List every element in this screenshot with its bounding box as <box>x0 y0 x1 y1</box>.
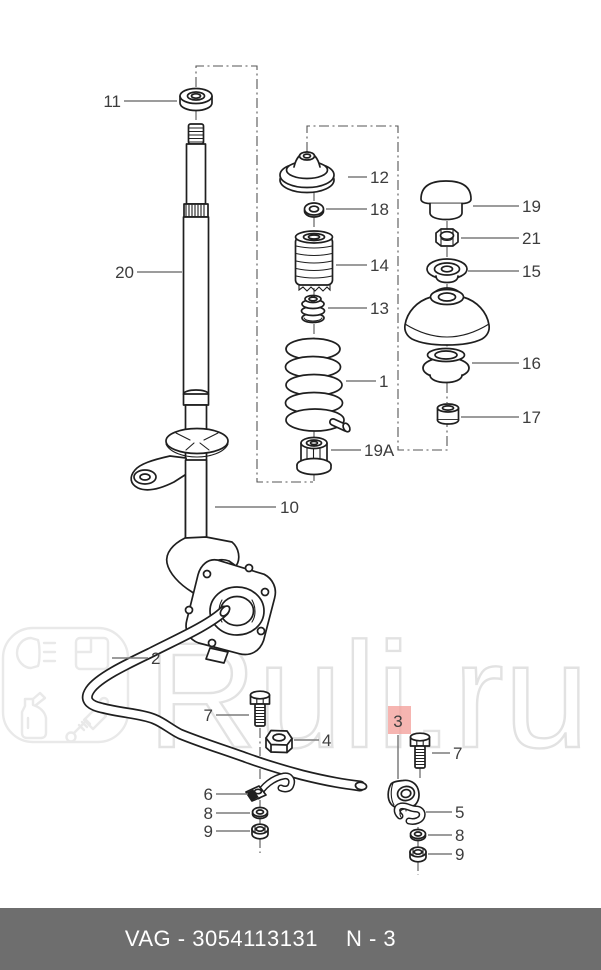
callout-3-highlighted: 3 <box>393 712 402 731</box>
callout-19a: 19A <box>364 441 395 460</box>
part-9-nut-right <box>409 846 427 863</box>
callout-8-left: 8 <box>204 804 213 823</box>
catalog-code: VAG - 3054113131 <box>124 926 318 951</box>
watermark-logo-box <box>1 626 130 744</box>
strut-mount-dome <box>403 287 491 346</box>
callout-14: 14 <box>370 256 389 275</box>
callout-8-right: 8 <box>455 826 464 845</box>
leader-lines <box>112 100 519 855</box>
part-6-clamp <box>245 772 296 802</box>
callout-10: 10 <box>280 498 299 517</box>
headlight-icon <box>15 636 57 670</box>
part-4-nut <box>265 729 293 754</box>
callout-21: 21 <box>522 229 541 248</box>
part-11-washer <box>179 87 213 112</box>
callout-16: 16 <box>522 354 541 373</box>
callout-15: 15 <box>522 262 541 281</box>
callout-20: 20 <box>115 263 134 282</box>
callout-11: 11 <box>103 92 121 111</box>
callout-9-right: 9 <box>455 845 464 864</box>
battery-icon <box>74 636 110 671</box>
highlight-box-part-3 <box>388 706 411 734</box>
part-16-bushing <box>422 347 470 384</box>
part-10-strut-housing-knuckle <box>130 427 277 664</box>
part-8-washer-left <box>251 806 269 820</box>
part-2-stabilizer-bar <box>81 605 368 792</box>
callout-12: 12 <box>370 168 389 187</box>
callout-2: 2 <box>151 649 160 668</box>
part-5-clamp <box>393 802 426 825</box>
callout-13: 13 <box>370 299 389 318</box>
part-3-stabilizer-bushing <box>387 779 420 812</box>
callout-7-right: 7 <box>453 744 462 763</box>
callout-4: 4 <box>322 731 331 750</box>
part-1-coil-spring <box>284 337 351 433</box>
part-21-nut <box>435 228 459 247</box>
part-7-bolt-left <box>249 690 271 727</box>
part-19-cap <box>420 180 472 221</box>
callout-6: 6 <box>204 785 213 804</box>
callout-9-left: 9 <box>204 822 213 841</box>
part-8-washer-right <box>409 828 427 842</box>
part-18-washer <box>303 202 325 218</box>
callout-17: 17 <box>522 408 541 427</box>
part-15-bearing <box>426 258 468 284</box>
exploded-parts-diagram: Ruli.ru <box>1 65 590 875</box>
callout-18: 18 <box>370 200 389 219</box>
callout-7-left: 7 <box>204 706 213 725</box>
callout-labels: 11 20 12 18 14 13 1 19A 19 21 15 16 17 1… <box>103 92 541 864</box>
part-12-upper-mount <box>279 151 335 194</box>
part-9-nut-left <box>251 823 269 840</box>
part-13-bump-stop <box>300 294 326 324</box>
callout-1: 1 <box>379 372 388 391</box>
center-lines <box>195 65 448 875</box>
oil-can-icon <box>20 691 48 740</box>
callout-19: 19 <box>522 197 541 216</box>
part-19a-bushing <box>296 436 332 476</box>
callout-5: 5 <box>455 803 464 822</box>
part-7-bolt-right <box>409 732 431 769</box>
footer-bar: VAG - 3054113131 N - 3 <box>0 908 601 970</box>
page-code: N - 3 <box>345 926 397 951</box>
part-17-spacer <box>436 403 460 425</box>
part-14-bellows <box>294 230 334 292</box>
